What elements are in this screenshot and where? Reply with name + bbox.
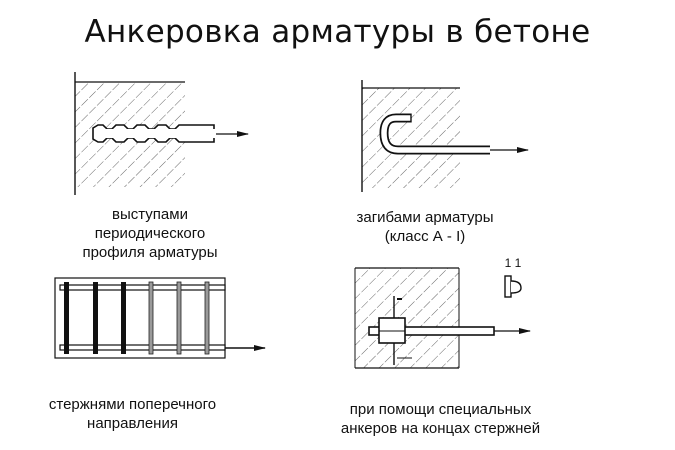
transverse-bar xyxy=(176,281,182,355)
caption-line: загибами арматуры xyxy=(356,209,494,226)
transverse-bar xyxy=(121,282,126,354)
transverse-bar xyxy=(148,281,154,355)
transverse-bar xyxy=(64,282,69,354)
section-view-icon xyxy=(504,275,522,298)
longitudinal-bar-bottom xyxy=(59,344,226,351)
diagram-title: Анкеровка арматуры в бетоне xyxy=(84,14,591,50)
concrete-outline xyxy=(54,277,226,359)
caption-line: анкеров на концах стержней xyxy=(340,420,541,437)
concrete-block xyxy=(355,268,459,368)
caption-periodic-profile: выступами периодического профиля арматур… xyxy=(60,205,240,262)
caption-special-anchors: при помощи специальных анкеров на концах… xyxy=(318,400,563,438)
panel-special-anchors xyxy=(354,267,531,369)
section-label: 1 1 xyxy=(504,256,522,270)
longitudinal-bar-top xyxy=(59,284,226,291)
caption-line: (класс А - I) xyxy=(384,228,466,245)
caption-line: выступами xyxy=(112,206,188,223)
transverse-bar xyxy=(204,281,210,355)
caption-line: профиля арматуры xyxy=(82,244,218,261)
caption-line: периодического xyxy=(94,225,206,242)
caption-bent-hook: загибами арматуры (класс А - I) xyxy=(330,208,520,246)
panel-transverse-bars xyxy=(54,277,266,359)
caption-line: направления xyxy=(87,415,178,432)
panel-bent-hook xyxy=(361,80,529,192)
transverse-bar xyxy=(93,282,98,354)
concrete-block xyxy=(362,88,460,188)
panel-periodic-profile xyxy=(74,72,249,195)
caption-line: стержнями поперечного xyxy=(48,396,217,413)
caption-line: при помощи специальных xyxy=(349,401,532,418)
caption-transverse-bars: стержнями поперечного направления xyxy=(25,395,240,433)
